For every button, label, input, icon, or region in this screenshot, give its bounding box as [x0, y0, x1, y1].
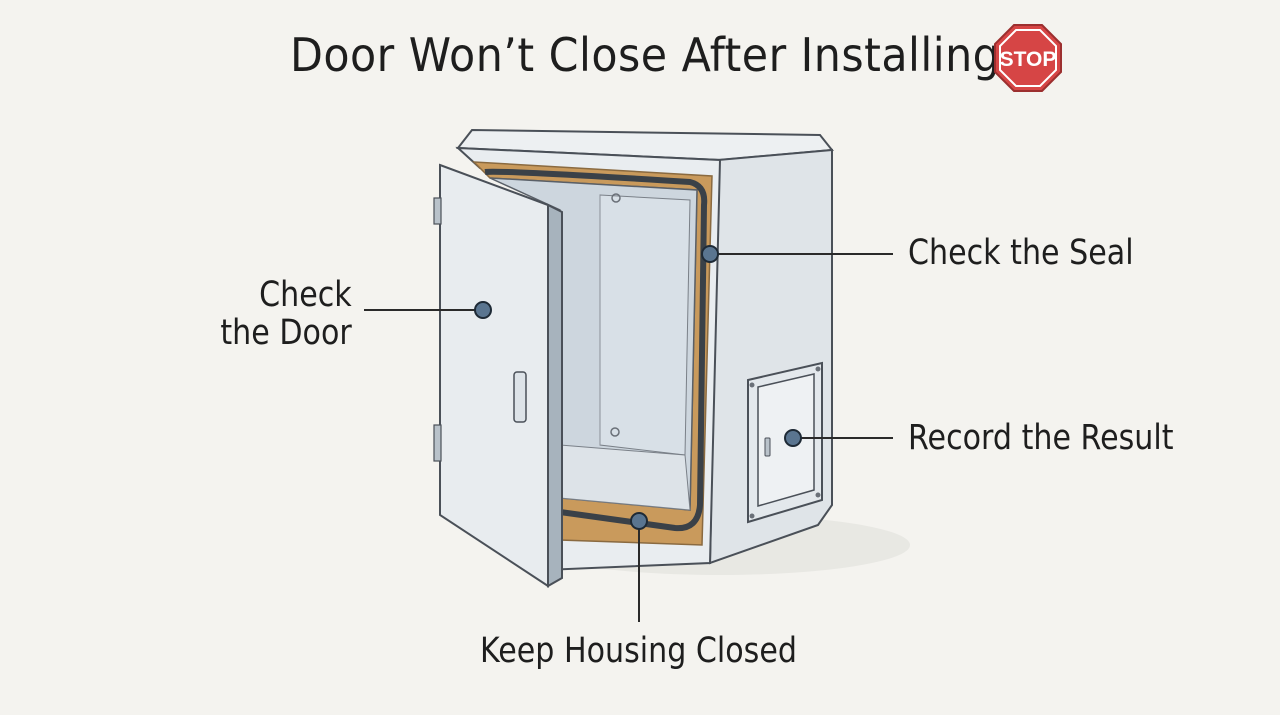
- marker-check-door: [474, 301, 492, 319]
- stop-sign-icon: STOP: [994, 24, 1062, 92]
- callout-check-door-line2: the Door: [220, 313, 352, 353]
- callout-record-result: Record the Result: [908, 418, 1174, 458]
- callout-markers: [474, 245, 802, 530]
- page-title: Door Won’t Close After Installing: [290, 28, 1001, 82]
- callout-check-door: Check the Door: [221, 276, 352, 352]
- callout-check-door-line1: Check: [259, 275, 352, 315]
- marker-check-seal: [701, 245, 719, 263]
- enclosure-door: [433, 163, 563, 588]
- marker-keep-housing: [630, 512, 648, 530]
- callout-check-seal: Check the Seal: [908, 233, 1134, 273]
- stop-sign-text: STOP: [1000, 48, 1057, 71]
- side-access-panel: [747, 361, 823, 524]
- callout-keep-housing-closed: Keep Housing Closed: [480, 631, 797, 671]
- leader-lines: [364, 253, 893, 622]
- marker-record-result: [784, 429, 802, 447]
- title-row: Door Won’t Close After Installing STOP: [0, 22, 1280, 92]
